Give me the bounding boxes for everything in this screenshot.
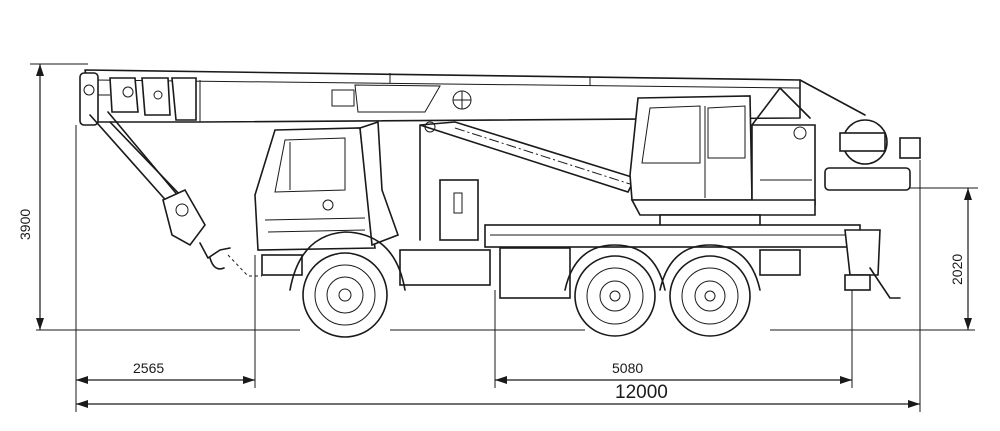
front-wheel (289, 231, 406, 338)
crane-superstructure (629, 79, 921, 228)
truck-cab (254, 120, 400, 276)
height-3900-label: 3900 (17, 209, 33, 240)
length-2565-label: 2565 (133, 360, 164, 376)
rear-wheel-2 (659, 244, 761, 337)
dimension-deck-height: 2020 (910, 187, 978, 330)
dimension-front-overhang: 2565 (75, 125, 256, 412)
length-12000-label: 12000 (615, 382, 668, 403)
length-5080-label: 5080 (612, 360, 643, 376)
dimension-wheelbase: 5080 (494, 290, 853, 388)
dimension-overall-length: 12000 (76, 160, 921, 412)
rear-wheel-1 (564, 244, 666, 337)
jib-arm (89, 111, 262, 277)
boom (79, 69, 801, 126)
height-2020-label: 2020 (949, 254, 965, 285)
chassis (399, 124, 901, 299)
dimension-overall-height: 3900 (17, 63, 88, 330)
